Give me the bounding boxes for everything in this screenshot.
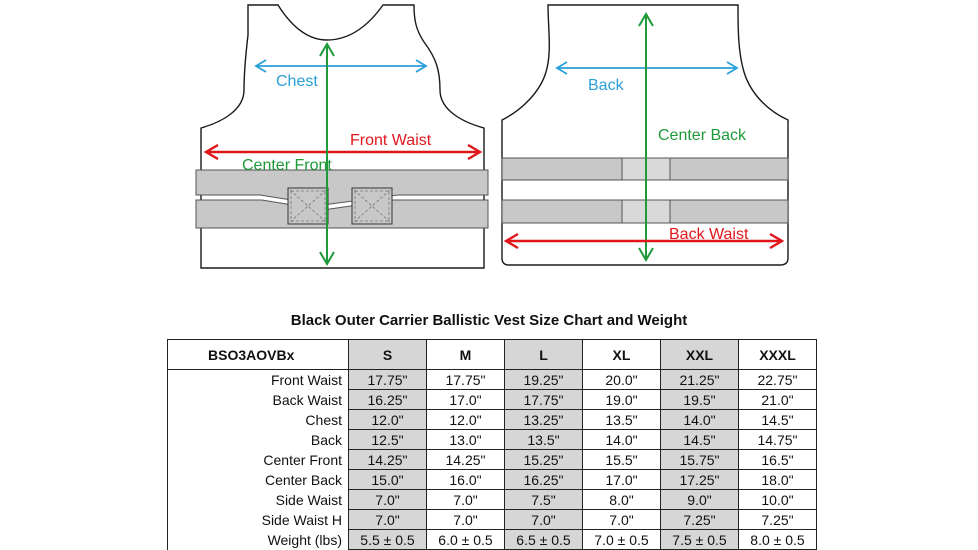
table-cell: 14.5" — [660, 429, 739, 450]
table-cell: 19.5" — [660, 389, 739, 410]
vest-measurement-diagram: Chest Front Waist Center Front Back Cent… — [195, 4, 789, 269]
table-cell: 8.0 ± 0.5 — [738, 529, 817, 550]
table-cell: 21.25" — [660, 369, 739, 390]
table-cell: 17.0" — [582, 469, 661, 490]
table-cell: 14.0" — [582, 429, 661, 450]
table-cell: 7.25" — [660, 509, 739, 530]
table-title: Black Outer Carrier Ballistic Vest Size … — [290, 312, 688, 329]
table-cell: 17.75" — [348, 369, 427, 390]
table-cell: 14.25" — [348, 449, 427, 470]
table-cell: 7.0 ± 0.5 — [582, 529, 661, 550]
size-header-xxxl: XXXL — [738, 339, 817, 370]
back-waist-label: Back Waist — [669, 226, 749, 243]
center-back-label: Center Back — [658, 127, 747, 144]
table-cell: 7.0" — [582, 509, 661, 530]
front-waist-label: Front Waist — [350, 132, 432, 149]
table-cell: 16.5" — [738, 449, 817, 470]
table-cell: 16.25" — [504, 469, 583, 490]
table-cell: 7.0" — [504, 509, 583, 530]
table-cell: 7.5 ± 0.5 — [660, 529, 739, 550]
table-cell: 14.5" — [738, 409, 817, 430]
table-cell: 10.0" — [738, 489, 817, 510]
center-front-label: Center Front — [242, 157, 332, 174]
table-cell: 13.5" — [504, 429, 583, 450]
table-cell: 17.0" — [426, 389, 505, 410]
table-cell: 20.0" — [582, 369, 661, 390]
table-cell: 17.75" — [504, 389, 583, 410]
table-cell: 16.0" — [426, 469, 505, 490]
row-label: Side Waist — [167, 489, 349, 510]
row-label: Center Back — [167, 469, 349, 490]
table-cell: 15.75" — [660, 449, 739, 470]
table-cell: 8.0" — [582, 489, 661, 510]
table-cell: 7.5" — [504, 489, 583, 510]
table-cell: 12.5" — [348, 429, 427, 450]
size-header-xxl: XXL — [660, 339, 739, 370]
table-cell: 7.0" — [348, 509, 427, 530]
row-label: Front Waist — [167, 369, 349, 390]
table-header-row: BSO3AOVBx S M L XL XXL XXXL — [167, 339, 817, 370]
table-cell: 12.0" — [426, 409, 505, 430]
table-cell: 7.0" — [426, 509, 505, 530]
size-header-l: L — [504, 339, 583, 370]
table-cell: 14.25" — [426, 449, 505, 470]
size-header-xl: XL — [582, 339, 661, 370]
row-label: Back — [167, 429, 349, 450]
table-cell: 19.25" — [504, 369, 583, 390]
table-cell: 9.0" — [660, 489, 739, 510]
table-cell: 15.25" — [504, 449, 583, 470]
front-vest: Chest Front Waist Center Front — [195, 4, 489, 269]
table-cell: 19.0" — [582, 389, 661, 410]
table-cell: 18.0" — [738, 469, 817, 490]
chest-label: Chest — [276, 73, 318, 90]
table-cell: 15.5" — [582, 449, 661, 470]
front-vest-body — [200, 4, 485, 269]
table-cell: 13.25" — [504, 409, 583, 430]
table-cell: 5.5 ± 0.5 — [348, 529, 427, 550]
table-cell: 16.25" — [348, 389, 427, 410]
table-cell: 13.0" — [426, 429, 505, 450]
row-label: Chest — [167, 409, 349, 430]
table-cell: 6.5 ± 0.5 — [504, 529, 583, 550]
row-label: Back Waist — [167, 389, 349, 410]
table-cell: 7.0" — [348, 489, 427, 510]
table-cell: 14.75" — [738, 429, 817, 450]
back-vest: Back Center Back Back Waist — [501, 4, 789, 266]
table-cell: 7.25" — [738, 509, 817, 530]
back-label: Back — [588, 77, 625, 94]
table-cell: 13.5" — [582, 409, 661, 430]
size-header-m: M — [426, 339, 505, 370]
table-cell: 15.0" — [348, 469, 427, 490]
row-label: Side Waist H — [167, 509, 349, 530]
front-buckle-right — [351, 187, 393, 225]
row-label: Center Front — [167, 449, 349, 470]
front-buckle-left — [287, 187, 329, 225]
table-cell: 17.25" — [660, 469, 739, 490]
table-cell: 14.0" — [660, 409, 739, 430]
table-cell: 6.0 ± 0.5 — [426, 529, 505, 550]
size-header-s: S — [348, 339, 427, 370]
table-cell: 22.75" — [738, 369, 817, 390]
table-cell: 17.75" — [426, 369, 505, 390]
front-lower-strap — [195, 199, 489, 229]
table-cell: 7.0" — [426, 489, 505, 510]
row-label: Weight (lbs) — [167, 529, 349, 550]
table-cell: 12.0" — [348, 409, 427, 430]
table-cell: 21.0" — [738, 389, 817, 410]
model-header: BSO3AOVBx — [167, 339, 349, 370]
